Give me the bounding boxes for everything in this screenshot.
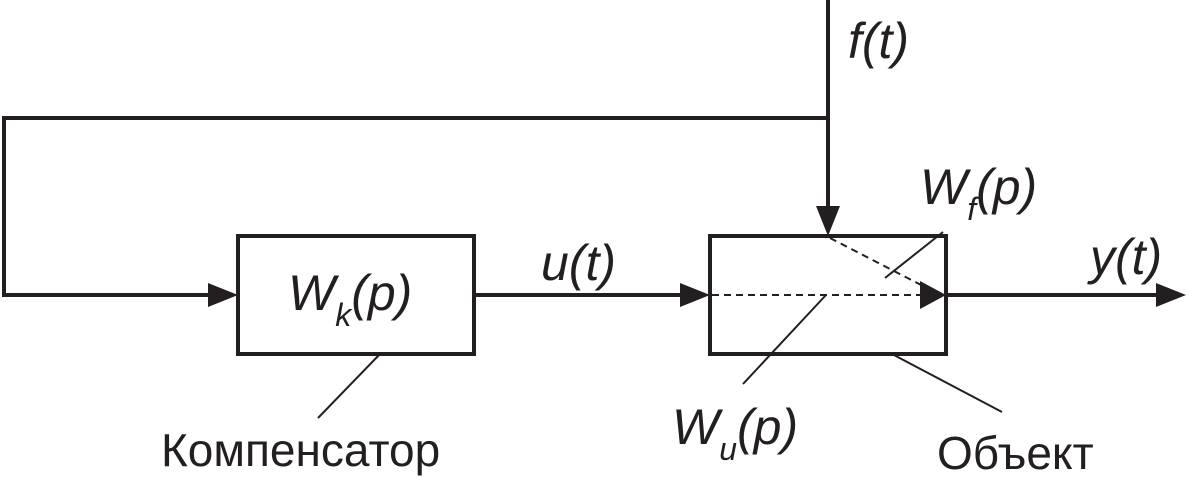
- wu-label-sub: u: [719, 431, 737, 467]
- compensator-leader: [317, 353, 381, 419]
- wu-leader: [742, 294, 827, 385]
- object-caption: Объект: [937, 427, 1094, 479]
- object-input-arrow: [680, 283, 710, 307]
- disturbance-label: f(t): [848, 13, 909, 69]
- wf-label-arg: (p): [976, 159, 1037, 215]
- feedforward-line: [2, 116, 828, 297]
- wu-label: Wu(p): [672, 399, 798, 467]
- output-label: y(t): [1087, 229, 1162, 285]
- wf-label-main: W: [920, 159, 972, 215]
- wf-path-line: [829, 237, 926, 288]
- compensator-label: Wk(p): [288, 265, 412, 333]
- compensator-label-arg: (p): [351, 265, 412, 321]
- compensator-caption: Компенсатор: [161, 424, 440, 476]
- internal-summing-arrow: [920, 281, 946, 309]
- wf-leader: [884, 231, 944, 279]
- wf-label: Wf(p): [920, 159, 1037, 227]
- control-signal-label: u(t): [541, 235, 616, 291]
- compensator-label-main: W: [288, 265, 340, 321]
- wu-label-arg: (p): [737, 399, 798, 455]
- disturbance-arrow: [816, 206, 840, 236]
- output-arrow: [1156, 283, 1186, 307]
- compensator-input-arrow: [208, 283, 238, 307]
- object-leader: [891, 353, 1003, 413]
- compensator-label-sub: k: [335, 297, 353, 333]
- wu-label-main: W: [672, 399, 724, 455]
